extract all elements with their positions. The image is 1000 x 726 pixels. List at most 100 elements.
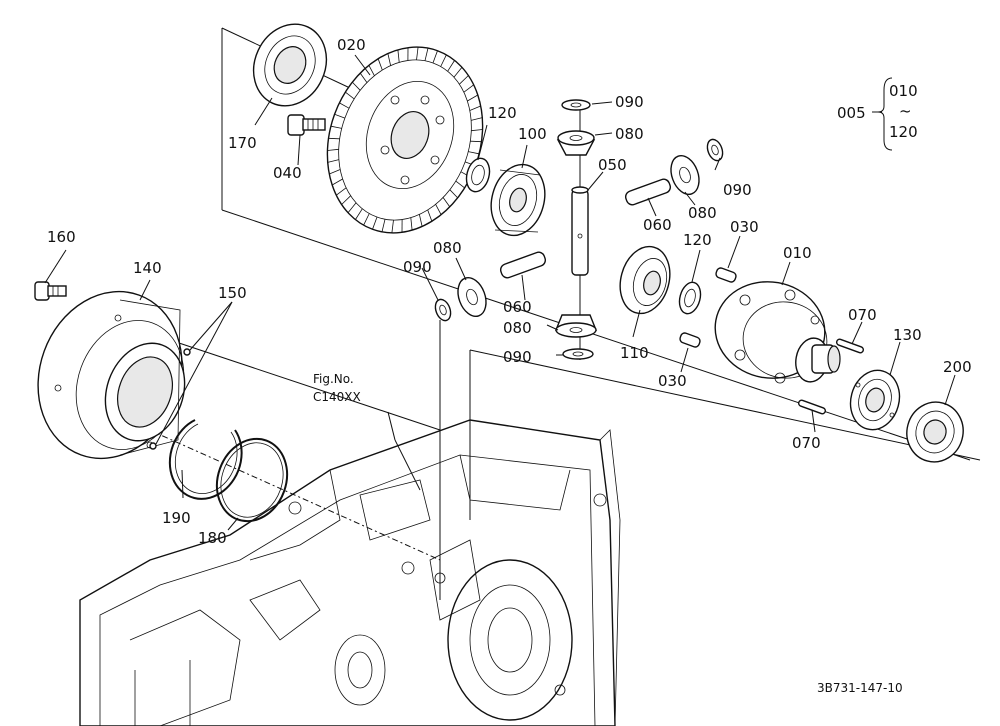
callout-170: 170 (228, 134, 257, 152)
assembly-group-005: 005 010 ~ 120 (837, 77, 918, 151)
callout-060-right: 060 (643, 216, 672, 234)
assembly-number: 005 (837, 104, 866, 122)
gear-tooth (432, 50, 438, 64)
gear-tooth (447, 60, 455, 72)
gear-tooth (341, 195, 351, 205)
pinion-080-right (670, 138, 724, 196)
fig-ref-label: Fig.No. (313, 372, 354, 386)
gear-tooth (459, 75, 469, 85)
gear-tooth (468, 151, 480, 155)
drawing-id: 3B731-147-10 (817, 681, 903, 695)
gear-tooth (427, 209, 433, 222)
gear-tooth (377, 58, 383, 71)
callout-100: 100 (518, 125, 547, 143)
callout-080-top: 080 (615, 125, 644, 143)
o-ring-180 (215, 437, 289, 523)
gear-tooth (328, 137, 340, 140)
gear-tooth (336, 187, 347, 196)
callout-190: 190 (162, 509, 191, 527)
side-gear-110 (619, 245, 671, 315)
callout-180: 180 (198, 529, 227, 547)
callout-160: 160 (47, 228, 76, 246)
callout-140: 140 (133, 259, 162, 277)
callout-120-right: 120 (683, 231, 712, 249)
gear-tooth (463, 84, 474, 93)
bearing-200 (906, 401, 964, 463)
gear-tooth (330, 125, 342, 129)
gear-tooth (339, 102, 350, 109)
gear-tooth (442, 197, 451, 208)
callout-110: 110 (620, 344, 649, 362)
callout-090-bottom: 090 (503, 348, 532, 366)
callout-200: 200 (943, 358, 972, 376)
bolt-040 (287, 114, 326, 136)
callout-030-bottom: 030 (658, 372, 687, 390)
callout-080-left: 080 (433, 239, 462, 257)
pins-070 (797, 338, 865, 415)
gear-tooth (440, 54, 447, 67)
shaft-050 (571, 186, 589, 276)
side-gear-100 (490, 163, 546, 237)
callout-030-top: 030 (730, 218, 759, 236)
gear-tooth (471, 129, 483, 132)
callout-090-left: 090 (403, 258, 432, 276)
callout-leaders (44, 54, 956, 531)
gear-tooth (419, 214, 423, 227)
callout-080-right: 080 (688, 204, 717, 222)
callout-070-top: 070 (848, 306, 877, 324)
gear-tooth (381, 219, 386, 232)
callout-040: 040 (273, 164, 302, 182)
fig-ref-number: C140XX (313, 390, 361, 404)
gear-tooth (467, 94, 478, 102)
gear-tooth (387, 53, 391, 66)
gear-tooth (327, 148, 339, 151)
gear-tooth (453, 67, 463, 78)
gear-tooth (449, 189, 458, 199)
callout-120-top: 120 (488, 104, 517, 122)
callout-020: 020 (337, 36, 366, 54)
gear-tooth (332, 178, 343, 186)
callout-050: 050 (598, 156, 627, 174)
callout-labels: 020 170 040 120 100 090 080 050 090 080 … (47, 36, 972, 547)
callout-060-left: 060 (503, 298, 532, 316)
gear-tooth (455, 180, 465, 189)
gear-tooth (329, 169, 341, 175)
assembly-range-start: 010 (889, 82, 918, 100)
gear-tooth (470, 140, 482, 143)
snap-ring-190 (168, 419, 243, 500)
callout-080-bottom: 080 (503, 319, 532, 337)
callout-070-bottom: 070 (792, 434, 821, 452)
gear-tooth (372, 216, 378, 230)
gear-tooth (327, 159, 339, 163)
washer-120-right (678, 281, 702, 315)
callout-010: 010 (783, 244, 812, 262)
pinion-080-left (434, 276, 487, 322)
gear-tooth (334, 113, 346, 119)
gear-tooth (352, 81, 361, 91)
pins-150 (149, 348, 191, 450)
gear-tooth (435, 204, 442, 215)
figure-reference: Fig.No. C140XX (313, 372, 361, 404)
gear-tooth (471, 117, 483, 121)
gear-tooth (355, 208, 363, 220)
gear-tooth (424, 48, 429, 61)
pinion-080-top (556, 99, 596, 156)
callout-150: 150 (218, 284, 247, 302)
washer-120-left (465, 157, 491, 193)
pinion-080-bottom (554, 314, 598, 360)
gear-tooth (345, 91, 355, 100)
callout-130: 130 (893, 326, 922, 344)
gear-tooth (469, 105, 481, 111)
bolt-160 (34, 281, 67, 301)
bearing-130 (849, 369, 901, 431)
ring-gear-020 (326, 46, 484, 234)
pin-060-right (624, 178, 672, 206)
gear-tooth (359, 72, 368, 83)
gear-tooth (416, 47, 419, 60)
pins-030 (679, 267, 737, 348)
assembly-range-end: 120 (889, 123, 918, 141)
assembly-range-tilde: ~ (899, 102, 912, 120)
gear-tooth (347, 202, 357, 213)
